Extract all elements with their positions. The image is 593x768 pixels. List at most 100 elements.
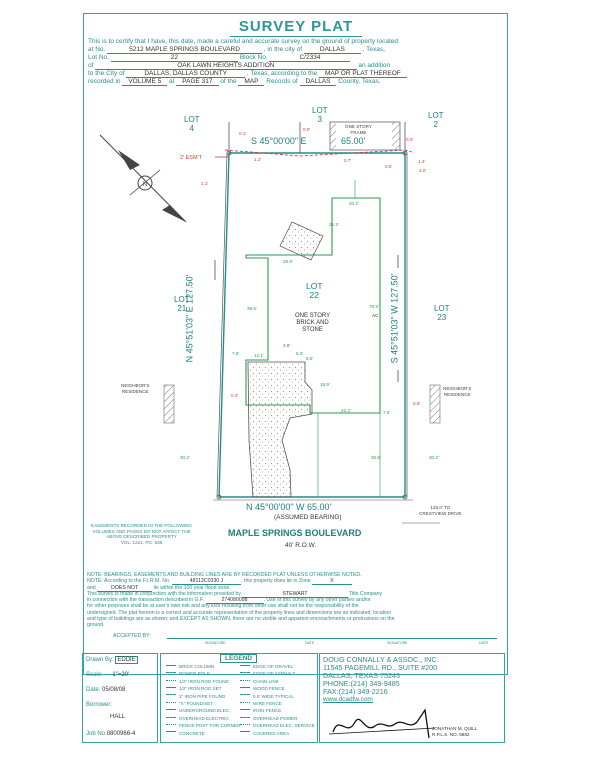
legend-label: 1/2" IRON ROD SET bbox=[179, 686, 222, 692]
legend-symbol-icon bbox=[166, 723, 176, 728]
legend-symbol-icon bbox=[240, 686, 250, 691]
dim-label: 38.5' bbox=[247, 306, 257, 311]
note-text: . Use of this survey by any other partie… bbox=[263, 597, 371, 604]
legend-symbol-icon bbox=[240, 664, 250, 669]
cert-text: Lot No. bbox=[88, 54, 109, 61]
dim-label: 0.0' bbox=[406, 137, 414, 142]
legend-label: CHAIN LINK bbox=[253, 678, 279, 684]
iron-rod-marker bbox=[216, 494, 222, 500]
dim-label: 18.9' bbox=[320, 382, 330, 387]
north-arrow-icon: N bbox=[99, 134, 187, 223]
note-line: undersigned. The plat hereon is a correc… bbox=[87, 609, 392, 616]
legend-item: IRON FENCE bbox=[240, 708, 315, 715]
cert-text: to the City of bbox=[88, 70, 125, 77]
date-value: 05/08/08 bbox=[102, 687, 126, 693]
legend-item: 1/2" IRON ROD FOUND bbox=[166, 679, 240, 686]
dim-label: 12.1' bbox=[254, 353, 264, 358]
assumed-bearing: (ASSUMED BEARING) bbox=[274, 514, 342, 521]
dim-label: 30.2' bbox=[429, 455, 439, 460]
legend-item: 1" IRON PIPE FOUND bbox=[166, 694, 240, 701]
company-web-link[interactable]: www.dcadfw.com bbox=[323, 696, 373, 703]
company-street: 11545 PAGEMILL RD., SUITE #200 bbox=[323, 663, 438, 672]
west-bearing: N 45°51'03" E 127.50' bbox=[184, 274, 195, 363]
surveyor-name: JONATHAN M. QUILL bbox=[432, 726, 478, 731]
county-value: DALLAS bbox=[299, 78, 337, 86]
job-label: Job No. bbox=[86, 731, 107, 737]
legend-symbol-icon bbox=[240, 672, 250, 676]
legend-item: WIRE FENCE bbox=[240, 701, 315, 708]
legend-label: COVERED AREA bbox=[253, 730, 290, 736]
job-value: 0800966-4 bbox=[106, 731, 136, 737]
legend-symbol-icon bbox=[166, 686, 176, 691]
neighbor-right-label: NEIGHBOR'S RESIDENCE bbox=[443, 386, 472, 397]
legend-symbol-icon bbox=[240, 731, 250, 735]
firm-value: 48113C0330 J bbox=[171, 578, 242, 586]
company-name: DOUG CONNALLY & ASSOC., INC. bbox=[323, 655, 439, 664]
dim-label: 30.5' bbox=[371, 455, 381, 460]
zone-value: X bbox=[312, 578, 352, 586]
dim-label: 20.2' bbox=[349, 201, 359, 206]
legend-label: OVERHEAD POWER bbox=[253, 715, 298, 721]
drawn-by-label: Drawn By: bbox=[86, 657, 114, 663]
address-value: 5212 MAPLE SPRINGS BOULEVARD bbox=[107, 46, 262, 54]
legend-item: BRICK COLUMN bbox=[166, 664, 240, 671]
page-title: SURVEY PLAT bbox=[238, 18, 354, 35]
legend-label: EDGE OF ASPHALT bbox=[253, 671, 296, 677]
easement-note: EASEMENTS RECORDED IN THE FOLLOWING VOLU… bbox=[91, 523, 192, 545]
note-line: This survey is made in conjunction with … bbox=[87, 590, 505, 598]
note-line: ground. bbox=[87, 622, 105, 629]
dim-label: 0.5' bbox=[385, 164, 393, 169]
north-bearing: S 45°00'00" E bbox=[251, 136, 307, 146]
legend-symbol-icon bbox=[240, 709, 250, 713]
legend-label: BRICK COLUMN bbox=[179, 664, 215, 669]
legend-symbol-icon bbox=[166, 694, 176, 698]
cert-line-1: This is to certify that I have, this dat… bbox=[88, 38, 398, 46]
legend-item: CONCRETE bbox=[166, 731, 240, 738]
dim-label: 1.4' bbox=[418, 159, 426, 164]
legend-label: POWER POLE bbox=[179, 671, 210, 677]
note-line: and type of buildings are as shown; and … bbox=[87, 616, 395, 623]
accepted-row: ACCEPTED BY: SIGNATURE DATE SIGNATURE DA… bbox=[87, 633, 505, 645]
street-name: MAPLE SPRINGS BOULEVARD bbox=[228, 528, 362, 538]
cert-line-3: Lot No. 22 Block No. C/2334 bbox=[88, 54, 351, 62]
legend-symbol-icon bbox=[240, 716, 250, 721]
note-text: lie within the 100 year flood zone. bbox=[153, 584, 231, 591]
drawn-by-row: Drawn By: EDDIE bbox=[86, 656, 138, 664]
legend-symbol-icon bbox=[166, 672, 176, 676]
date-label: Date: bbox=[86, 687, 101, 693]
legend-item: "X" FOUND/SET bbox=[166, 701, 240, 708]
cert-line-6: recorded in VOLUME 5 at PAGE 317 of the … bbox=[88, 78, 381, 86]
legend-symbol-icon bbox=[240, 679, 250, 684]
street-row: 40' R.O.W. bbox=[285, 542, 317, 549]
lot-value: 22 bbox=[110, 54, 239, 62]
map2-value: MAP bbox=[238, 78, 265, 86]
map-value: MAP OR PLAT THEREOF bbox=[319, 70, 407, 78]
job-row: Job No.0800966-4 bbox=[86, 731, 135, 738]
cert-text: at No. bbox=[88, 46, 106, 53]
dim-label: 1.0' bbox=[419, 168, 427, 173]
house-label: ONE STORY BRICK AND STONE bbox=[295, 313, 331, 333]
note-text: in connection with the transaction descr… bbox=[87, 597, 205, 604]
survey-frame bbox=[83, 13, 508, 675]
city-value: DALLAS bbox=[303, 46, 361, 54]
legend-label: CONCRETE bbox=[179, 730, 205, 736]
crestview-label: 125.0' TO CRESTVIEW DRIVE bbox=[419, 505, 462, 516]
iron-rod-marker bbox=[402, 150, 408, 156]
legend-symbol-icon bbox=[166, 664, 176, 669]
legend-item: COVERED AREA bbox=[240, 731, 315, 738]
cert-text: an addition bbox=[358, 62, 391, 69]
iron-rod-marker bbox=[226, 150, 232, 156]
scale-value: 1"=20' bbox=[112, 672, 130, 678]
cert-text: of bbox=[88, 62, 94, 69]
dim-label: 4.8' bbox=[283, 343, 291, 348]
scale-label: Scale: bbox=[86, 672, 103, 678]
patio-area bbox=[279, 221, 324, 261]
legend-item: EDGE OF ASPHALT bbox=[240, 671, 315, 678]
date-caption: DATE bbox=[305, 640, 315, 645]
page-value: PAGE 317 bbox=[176, 78, 219, 86]
cert-text: of the bbox=[220, 78, 237, 85]
cert-text: at bbox=[169, 78, 175, 85]
county-city-value: DALLAS, DALLAS COUNTY bbox=[126, 70, 246, 78]
notes-block: NOTE: BEARINGS, EASEMENTS AND BUILDING L… bbox=[87, 572, 505, 645]
